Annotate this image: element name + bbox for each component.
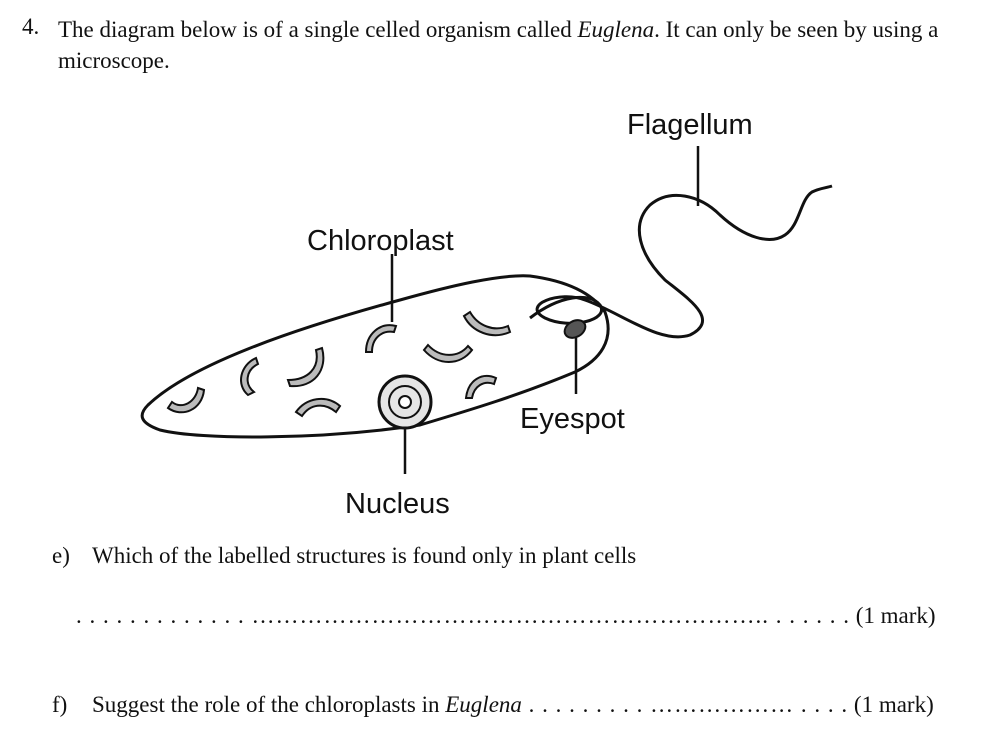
chloroplast-7 bbox=[462, 310, 512, 337]
cell-body bbox=[140, 274, 610, 439]
question-intro-end: . It can only be seen by using a microsc… bbox=[58, 17, 939, 73]
part-e-question: Which of the labelled structures is foun… bbox=[92, 543, 637, 568]
chloroplast-1 bbox=[166, 386, 206, 414]
chloroplast-label: Chloroplast bbox=[307, 225, 454, 257]
chloroplast-3 bbox=[286, 346, 325, 388]
chloroplast-2 bbox=[240, 356, 260, 397]
nucleus-ring bbox=[388, 385, 422, 419]
eyespot bbox=[563, 319, 587, 339]
chloroplast-5 bbox=[364, 324, 398, 353]
nucleolus bbox=[398, 395, 412, 409]
chloroplast-6 bbox=[422, 343, 474, 363]
part-e-marks: (1 mark) bbox=[855, 603, 936, 628]
part-f-text: Suggest the role of the chloroplasts in bbox=[92, 692, 446, 717]
part-e-answer-line[interactable]: . . . . . . . . . . . . . ……………………………………… bbox=[76, 603, 936, 629]
eyespot-label: Eyespot bbox=[520, 403, 625, 435]
chloroplasts bbox=[166, 310, 512, 418]
leader-lines bbox=[390, 146, 700, 474]
part-f-question: Suggest the role of the chloroplasts in … bbox=[92, 692, 934, 718]
organism-name: Euglena bbox=[577, 17, 655, 42]
part-f-marks: (1 mark) bbox=[853, 692, 934, 717]
question-text: The diagram below is of a single celled … bbox=[58, 14, 978, 76]
chloroplast-8 bbox=[464, 375, 498, 399]
question-number: 4. bbox=[22, 14, 40, 39]
answer-dots: . . . . . . . . . . . . . ……………………………………… bbox=[76, 603, 850, 628]
question-intro-start: The diagram below is of a single celled … bbox=[58, 17, 578, 42]
part-e-letter: e) bbox=[52, 543, 70, 568]
part-f-letter: f) bbox=[52, 692, 68, 717]
flagellum-label: Flagellum bbox=[627, 109, 753, 141]
nucleus-label: Nucleus bbox=[345, 488, 450, 520]
chloroplast-4 bbox=[294, 397, 342, 418]
part-f-answer-dots[interactable]: . . . . . . . . . ……………… . . . . bbox=[521, 692, 849, 717]
part-f-organism: Euglena bbox=[445, 692, 522, 717]
